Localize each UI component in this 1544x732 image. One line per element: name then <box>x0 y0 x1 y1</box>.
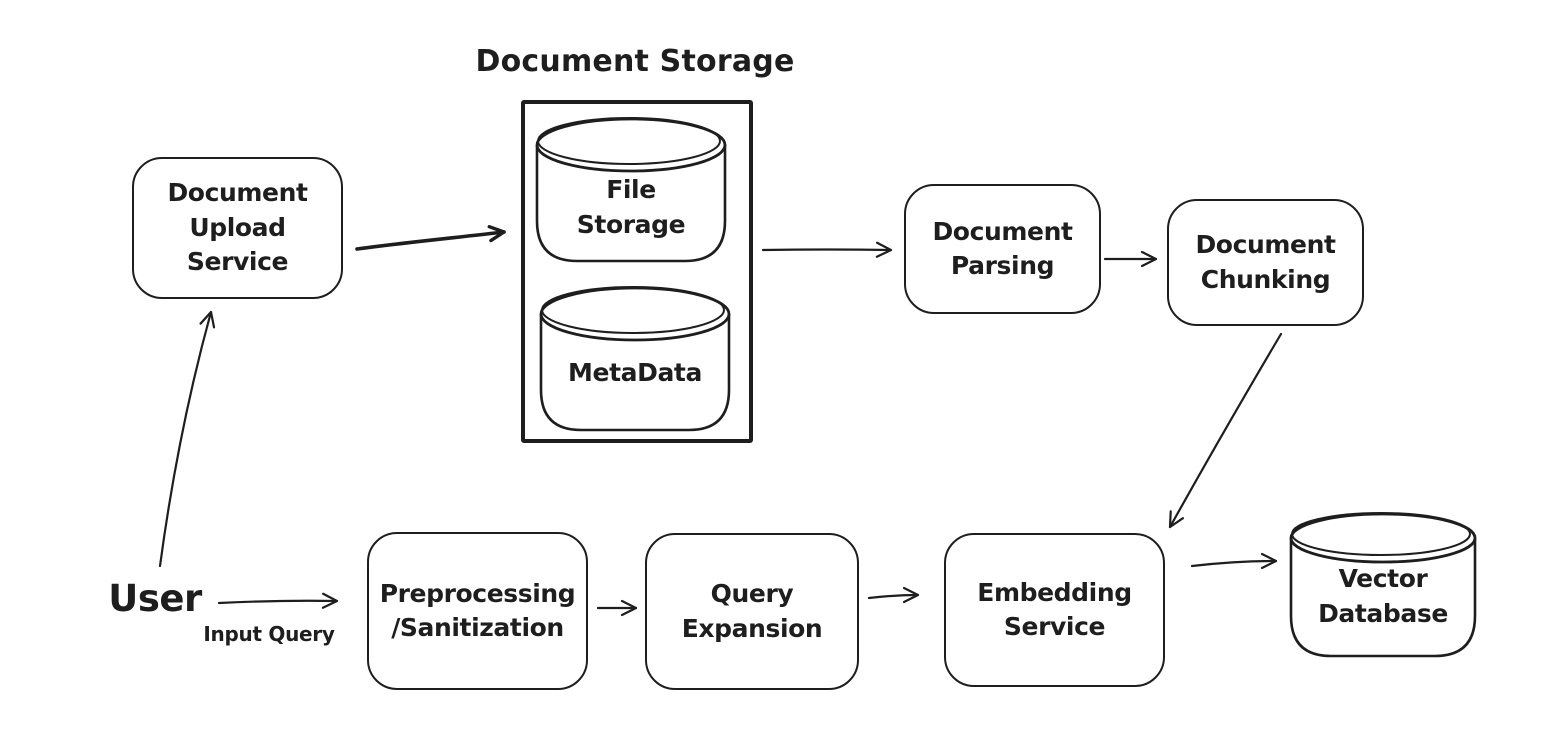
cylinder-shape <box>1289 512 1477 658</box>
file-storage-cylinder: File Storage <box>533 115 729 265</box>
arrow-document-upload-service-to-document-storage <box>355 225 506 251</box>
user-label: User <box>108 577 202 620</box>
cylinder-shape <box>535 117 727 263</box>
arrow-query-expansion-to-embedding-service <box>867 586 920 604</box>
input-query-edge-label: Input Query <box>203 622 335 646</box>
arrow-document-storage-to-document-parsing <box>761 241 893 258</box>
node-embedding-service: Embedding Service <box>944 533 1165 687</box>
vector-database-cylinder: Vector Database <box>1287 510 1479 660</box>
arrow-embedding-service-to-vector-database <box>1190 552 1278 570</box>
metadata-cylinder: MetaData <box>537 284 733 434</box>
arrow-user-to-preprocessing <box>217 592 339 609</box>
arrow-document-chunking-to-embedding-service <box>1168 332 1283 529</box>
file-storage-label: File Storage <box>576 175 686 239</box>
document-storage-title: Document Storage <box>475 44 795 79</box>
node-document-upload-service: Document Upload Service <box>132 157 343 299</box>
node-document-chunking: Document Chunking <box>1167 199 1364 326</box>
node-document-parsing: Document Parsing <box>904 184 1101 314</box>
vector-database-label: Vector Database <box>1318 564 1448 628</box>
metadata-label: MetaData <box>568 358 702 387</box>
node-query-expansion: Query Expansion <box>645 533 859 690</box>
arrow-user-to-document-upload-service <box>158 310 216 568</box>
node-preprocessing-sanitization: Preprocessing /Sanitization <box>367 532 588 690</box>
cylinder-shape <box>539 286 731 432</box>
